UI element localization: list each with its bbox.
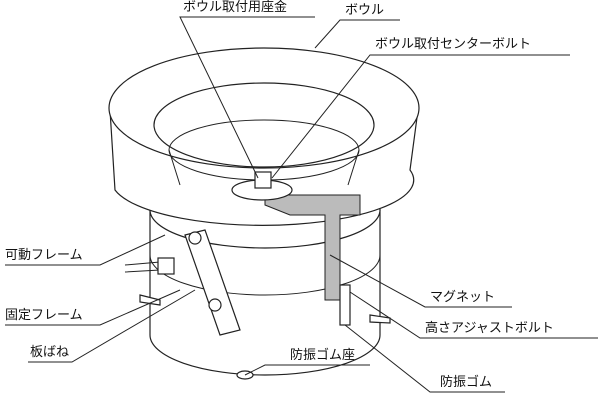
- label-movable-frame: 可動フレーム: [5, 248, 83, 263]
- foot-left: [139, 294, 161, 306]
- center-bolt: [254, 171, 272, 189]
- label-anti-vibration-rubber: 防振ゴム: [440, 375, 493, 390]
- label-height-adjust-bolt: 高さアジャストボルト: [425, 321, 554, 336]
- cable: [124, 261, 161, 273]
- leader-lines: [5, 16, 598, 393]
- label-magnet: マグネット: [430, 290, 496, 305]
- label-fixed-frame: 固定フレーム: [5, 308, 83, 323]
- label-bowl-center-bolt: ボウル取付センターボルト: [375, 37, 532, 52]
- leaf-spring: [184, 229, 241, 336]
- label-leaf-spring: 板ばね: [30, 345, 70, 360]
- cutaway-section: [231, 171, 361, 301]
- label-anti-vibration-rubber-seat: 防振ゴム座: [290, 348, 356, 363]
- cable-gland: [157, 257, 175, 275]
- foot-right: [369, 314, 391, 324]
- bowl: [108, 47, 420, 226]
- label-bowl: ボウル: [345, 3, 385, 18]
- label-bowl-washer: ボウル取付用座金: [183, 0, 288, 15]
- height-adjust-bolt: [339, 284, 351, 326]
